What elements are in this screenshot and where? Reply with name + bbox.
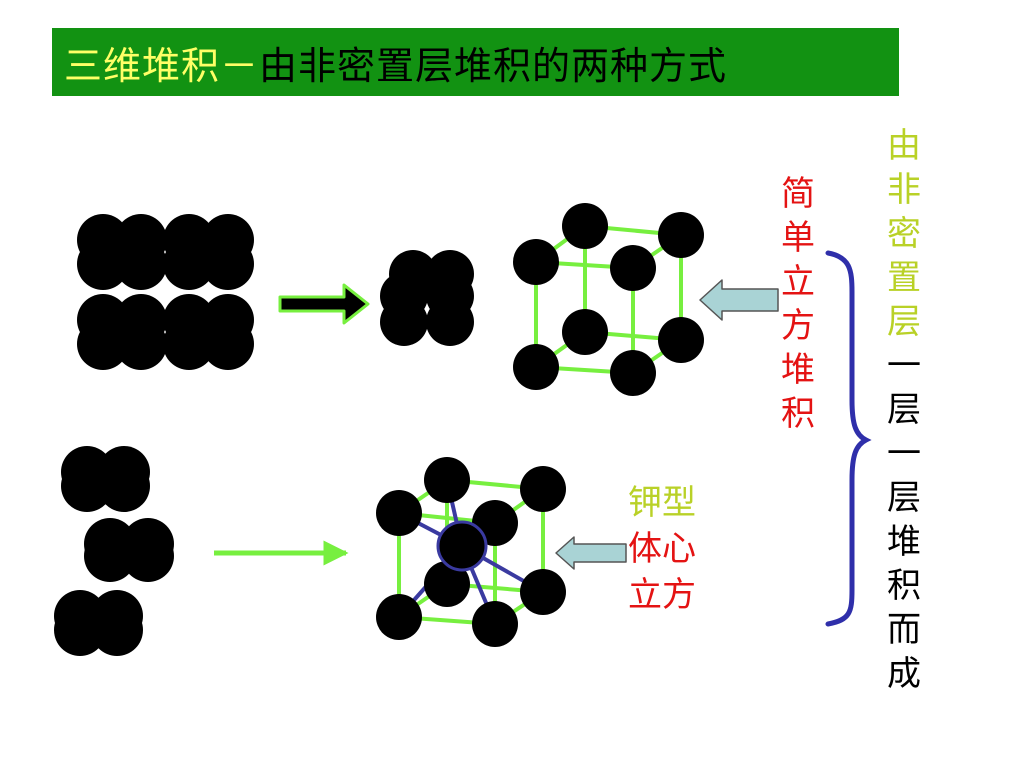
title-highlight: 三维堆积－ — [64, 43, 260, 88]
label-char: 立 — [781, 262, 815, 302]
stacked-layers-cluster — [380, 250, 474, 346]
curly-brace-icon — [825, 250, 872, 627]
arrow-right-icon — [278, 283, 370, 325]
label-bcc: 钾型 体心 立方 — [612, 480, 712, 618]
label-char: 置 — [887, 258, 921, 298]
label-char: 简 — [781, 174, 815, 214]
label-char: 积 — [887, 566, 921, 606]
label-char: 积 — [781, 394, 815, 434]
label-char: 堆 — [887, 522, 921, 562]
label-char: 一 — [887, 434, 921, 474]
label-char: 堆 — [781, 350, 815, 390]
label-char: 由 — [887, 126, 921, 166]
label-char: 层 — [887, 478, 921, 518]
pointer-arrow-top-icon — [699, 279, 779, 321]
layer-row-bottom — [77, 294, 254, 370]
label-bcc-line3: 立方 — [628, 575, 696, 615]
pointer-arrow-bottom-icon — [555, 536, 627, 570]
layer-row-top — [77, 214, 254, 290]
label-bcc-line1: 钾型 — [628, 483, 696, 523]
label-char: 层 — [887, 302, 921, 342]
label-char: 而 — [887, 610, 921, 650]
bcc-cell — [376, 457, 566, 647]
label-bcc-line2: 体心 — [628, 529, 696, 569]
label-char: 一 — [887, 346, 921, 386]
label-char: 层 — [887, 390, 921, 430]
title-text: 由非密置层堆积的两种方式 — [259, 43, 728, 88]
label-simple-cubic: 简 单 立 方 堆 积 — [768, 172, 828, 436]
label-char: 成 — [887, 654, 921, 694]
label-side-description: 由 非 密 置 层 一 层 一 层 堆 积 而 成 — [874, 124, 934, 696]
square-layer-grid — [77, 214, 254, 370]
simple-cubic-cell — [513, 203, 704, 396]
title-bar: 三维堆积－由非密置层堆积的两种方式 — [52, 28, 899, 96]
label-char: 方 — [781, 306, 815, 346]
label-char: 单 — [781, 218, 815, 258]
label-char: 密 — [887, 214, 921, 254]
label-char: 非 — [887, 170, 921, 210]
offset-layers — [54, 446, 174, 656]
